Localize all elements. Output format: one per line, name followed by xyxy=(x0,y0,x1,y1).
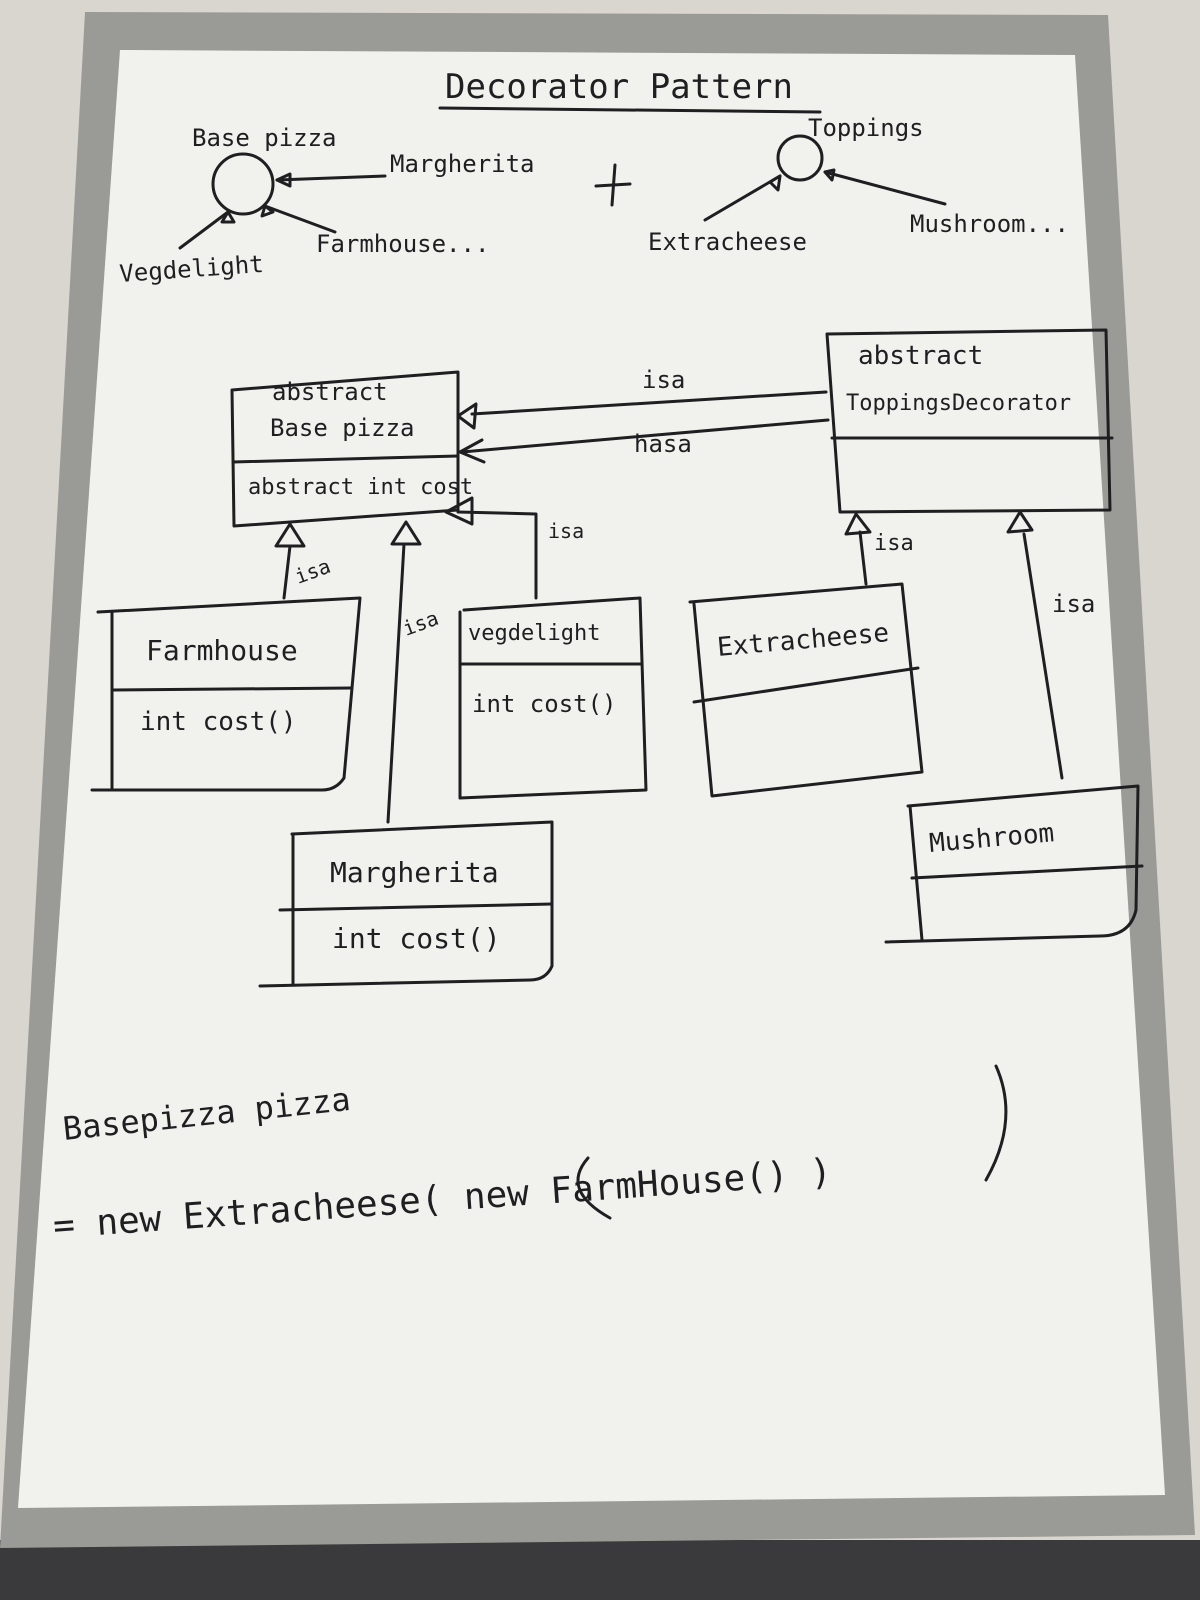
mushroom-divider xyxy=(910,864,1144,880)
title-underline xyxy=(438,106,822,114)
base-pizza-divider xyxy=(231,454,460,464)
farmhouse-method: int cost() xyxy=(140,707,297,737)
base-pizza-method: abstract int cost xyxy=(248,475,473,500)
base-pizza-circle xyxy=(211,152,275,216)
code-open-bracket xyxy=(576,1156,612,1220)
base-pizza-box xyxy=(230,370,460,528)
margherita-spoke xyxy=(275,174,387,182)
base-pizza-stereotype: abstract xyxy=(272,378,388,406)
mushroom-arrowhead xyxy=(823,168,836,182)
mushroom-isa-label: isa xyxy=(1052,590,1095,618)
mushroom-left-edge xyxy=(908,804,924,942)
diagram-title: Decorator Pattern xyxy=(445,67,793,107)
decorator-hasa-line xyxy=(460,418,830,454)
extracheese-isa-line xyxy=(858,530,868,586)
toppings-circle xyxy=(776,134,824,182)
margherita-method: int cost() xyxy=(332,922,501,955)
mushroom-child-label: Mushroom... xyxy=(910,210,1069,238)
vegdelight-isa-arrowhead xyxy=(444,496,474,526)
mushroom-isa-line xyxy=(1022,532,1064,780)
vegdelight-spoke xyxy=(178,210,230,250)
board-surface xyxy=(18,50,1165,1508)
farmhouse-arrowhead xyxy=(260,204,275,218)
vegdelight-isa-line xyxy=(456,510,538,600)
plus-horizontal xyxy=(594,182,632,188)
farmhouse-box xyxy=(90,596,362,792)
farmhouse-class-name: Farmhouse xyxy=(146,634,298,667)
mushroom-isa-arrowhead xyxy=(1006,510,1034,534)
margherita-arrowhead xyxy=(275,172,292,188)
margherita-isa-arrowhead xyxy=(390,520,422,546)
decorator-isa-line xyxy=(470,390,828,416)
farmhouse-isa-line xyxy=(282,544,292,600)
toppings-decorator-box xyxy=(825,328,1112,514)
farmhouse-child-label: Farmhouse... xyxy=(316,230,489,258)
farmhouse-spoke xyxy=(263,204,337,234)
margherita-isa-line xyxy=(386,542,406,824)
toppings-decorator-class-name: ToppingsDecorator xyxy=(846,391,1071,416)
extracheese-divider xyxy=(692,666,920,704)
floor xyxy=(0,1540,1200,1600)
decorator-isa-label: isa xyxy=(642,366,685,394)
toppings-decorator-stereotype: abstract xyxy=(858,341,983,371)
extracheese-box xyxy=(688,582,924,798)
base-pizza-class-name: Base pizza xyxy=(270,414,415,442)
margherita-class-name: Margherita xyxy=(330,856,499,889)
vegdelight-class-name: vegdelight xyxy=(468,621,600,646)
toppings-label: Toppings xyxy=(808,114,924,142)
extracheese-spoke xyxy=(703,174,782,222)
extracheese-arrowhead xyxy=(768,174,782,192)
vegdelight-method: int cost() xyxy=(472,690,617,718)
farmhouse-isa-arrowhead xyxy=(274,522,306,548)
extracheese-isa-label: isa xyxy=(874,531,914,556)
margherita-divider xyxy=(278,902,554,912)
vegdelight-box xyxy=(458,596,648,800)
decorator-hasa-label: hasa xyxy=(634,430,692,458)
extracheese-isa-arrowhead xyxy=(844,512,872,536)
margherita-box xyxy=(258,820,554,988)
code-close-bracket xyxy=(984,1064,1008,1182)
decorator-hasa-arrowhead xyxy=(458,438,486,464)
decorator-isa-arrowhead xyxy=(456,402,478,430)
margherita-child-label: Margherita xyxy=(390,150,535,178)
farmhouse-divider xyxy=(110,686,354,692)
base-pizza-label: Base pizza xyxy=(192,124,337,152)
extracheese-child-label: Extracheese xyxy=(648,228,807,256)
vegdelight-isa-label: isa xyxy=(548,519,584,543)
vegdelight-arrowhead xyxy=(220,210,236,224)
mushroom-spoke xyxy=(823,170,947,206)
mushroom-box xyxy=(884,784,1140,944)
diagram-strokes xyxy=(90,106,1144,1220)
